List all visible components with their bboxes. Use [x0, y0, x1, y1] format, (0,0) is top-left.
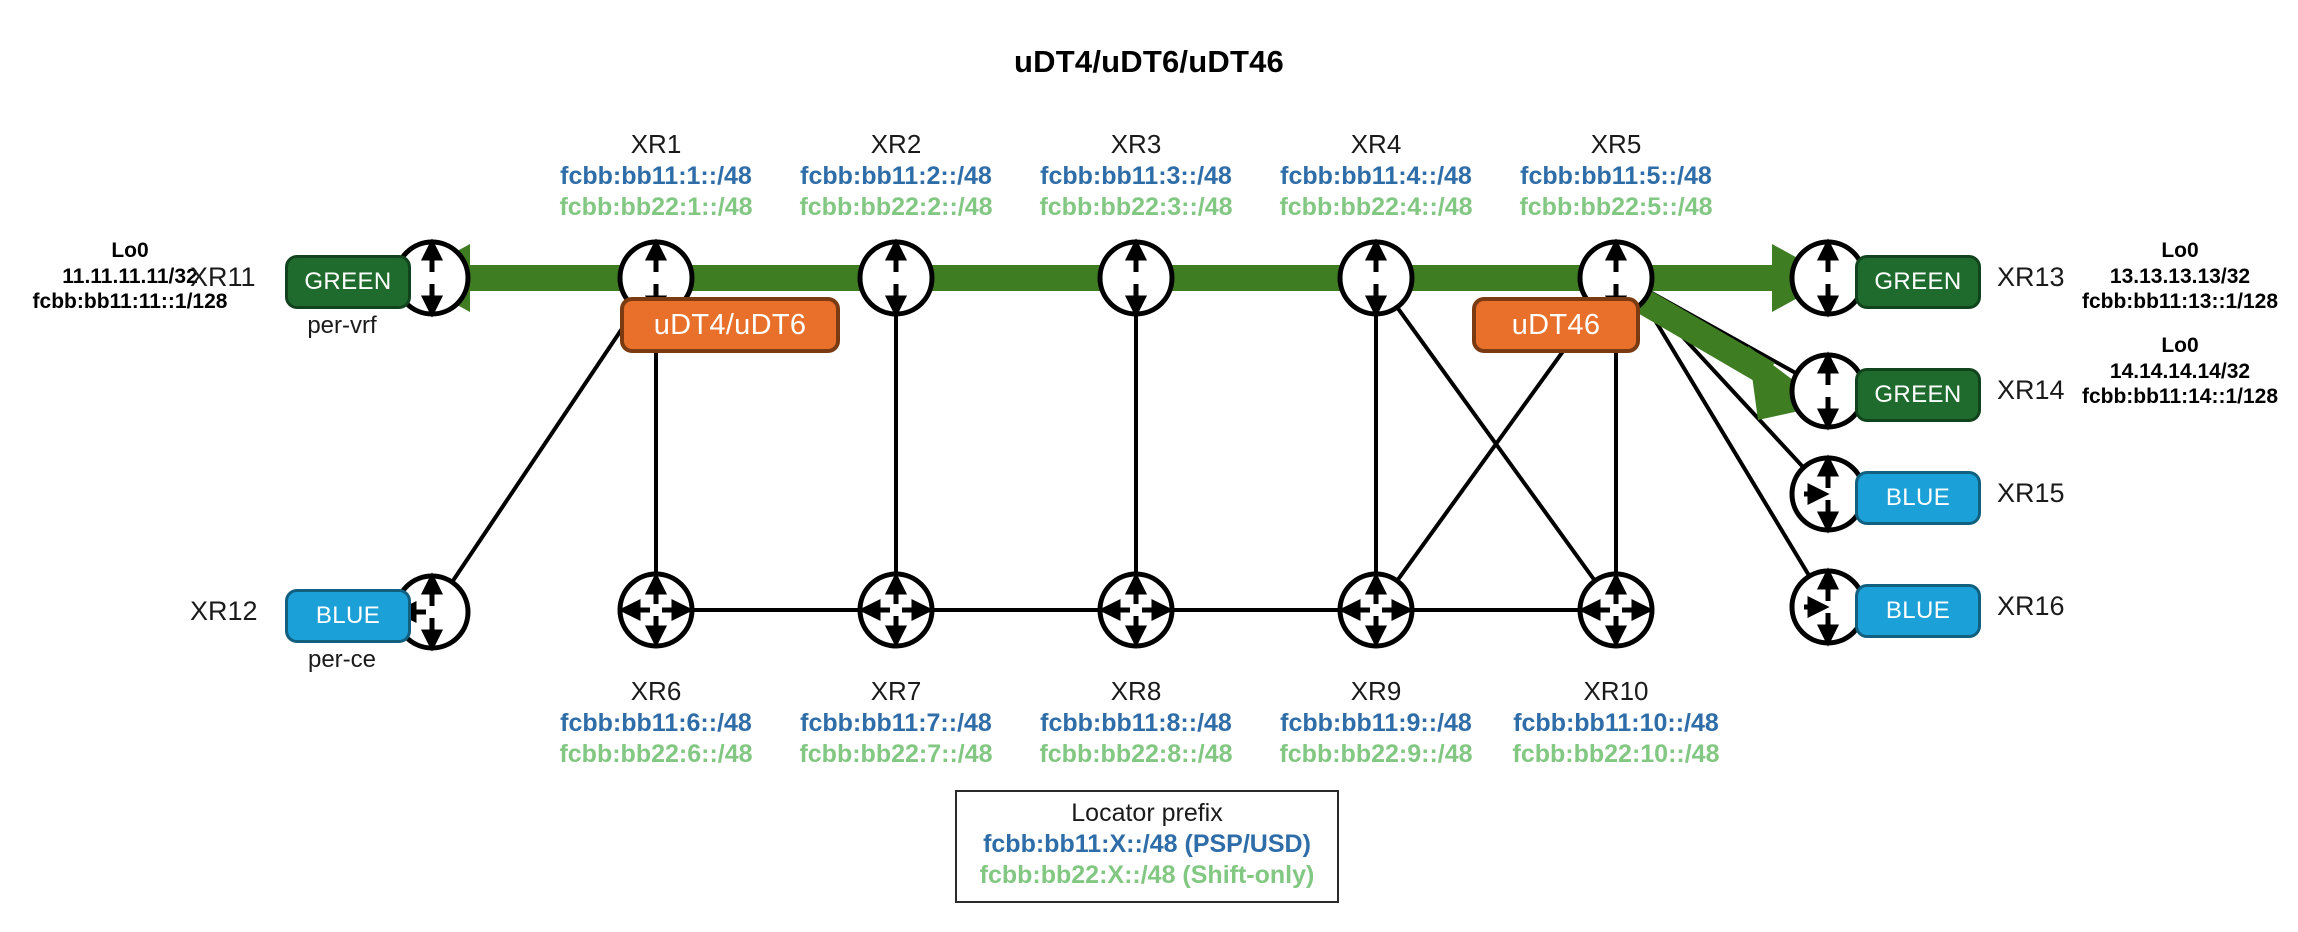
node-name: XR5	[1590, 129, 1642, 159]
node-label-xr10: XR10 fcbb:bb11:10::/48 fcbb:bb22:10::/48	[1451, 675, 1781, 771]
node-label-xr9: XR9 fcbb:bb11:9::/48 fcbb:bb22:9::/48	[1211, 675, 1541, 771]
legend-line-psp: fcbb:bb11:X::/48 (PSP/USD)	[983, 830, 1311, 858]
locator-shift: fcbb:bb22:8::/48	[1039, 740, 1233, 769]
node-label-xr4: XR4 fcbb:bb11:4::/48 fcbb:bb22:4::/48	[1211, 128, 1541, 224]
vrf-box-xr14[interactable]: GREEN	[1855, 368, 1981, 422]
node-label-xr7: XR7 fcbb:bb11:7::/48 fcbb:bb22:7::/48	[731, 675, 1061, 771]
link-xr12-xr1	[430, 276, 658, 614]
caption-per-ce: per-ce	[307, 646, 377, 673]
legend-line-shift: fcbb:bb22:X::/48 (Shift-only)	[979, 861, 1315, 889]
locator-shift: fcbb:bb22:5::/48	[1519, 193, 1713, 222]
vrf-label: GREEN	[304, 268, 392, 295]
node-name: XR7	[870, 676, 922, 706]
vrf-label: GREEN	[1874, 268, 1962, 295]
loopback-title: Lo0	[2161, 239, 2199, 262]
vrf-label: BLUE	[1885, 484, 1951, 511]
node-name: XR9	[1350, 676, 1402, 706]
locator-shift: fcbb:bb22:2::/48	[799, 193, 993, 222]
locator-psp: fcbb:bb11:4::/48	[1280, 161, 1472, 190]
node-name: XR3	[1110, 129, 1162, 159]
node-name: XR1	[630, 129, 682, 159]
node-name: XR10	[1583, 676, 1649, 706]
vrf-box-xr16[interactable]: BLUE	[1855, 584, 1981, 638]
locator-shift: fcbb:bb22:10::/48	[1512, 740, 1720, 769]
loopback-ipv4: 11.11.11.11/32	[62, 264, 198, 288]
locator-shift: fcbb:bb22:1::/48	[559, 193, 753, 222]
vrf-box-xr11[interactable]: GREEN	[285, 255, 411, 309]
legend-box: Locator prefix fcbb:bb11:X::/48 (PSP/USD…	[955, 790, 1339, 903]
loopback-ipv4: 14.14.14.14/32	[2109, 359, 2251, 383]
vrf-label: GREEN	[1874, 381, 1962, 408]
vrf-label: BLUE	[315, 602, 381, 629]
loopback-info-xr11: Lo0 11.11.11.11/32 fcbb:bb11:11::1/128	[10, 238, 250, 315]
router-icon-xr10[interactable]	[1576, 570, 1656, 650]
router-icon-xr9[interactable]	[1336, 570, 1416, 650]
badge-label: uDT4/uDT6	[653, 308, 807, 341]
loopback-ipv6: fcbb:bb11:13::1/128	[2081, 290, 2279, 314]
node-label-xr8: XR8 fcbb:bb11:8::/48 fcbb:bb22:8::/48	[971, 675, 1301, 771]
node-name: XR4	[1350, 129, 1402, 159]
badge-label: uDT46	[1511, 308, 1601, 341]
node-label-xr6: XR6 fcbb:bb11:6::/48 fcbb:bb22:6::/48	[491, 675, 821, 771]
locator-psp: fcbb:bb11:7::/48	[800, 708, 992, 737]
loopback-title: Lo0	[111, 239, 149, 262]
router-icon-xr2[interactable]	[856, 238, 936, 318]
locator-psp: fcbb:bb11:10::/48	[1513, 708, 1719, 737]
node-name: XR8	[1110, 676, 1162, 706]
loopback-ipv6: fcbb:bb11:11::1/128	[32, 290, 228, 314]
router-icon-xr6[interactable]	[616, 570, 696, 650]
loopback-info-xr14: Lo0 14.14.14.14/32 fcbb:bb11:14::1/128	[2060, 333, 2298, 410]
node-label-xr1: XR1 fcbb:bb11:1::/48 fcbb:bb22:1::/48	[491, 128, 821, 224]
locator-psp: fcbb:bb11:5::/48	[1520, 161, 1712, 190]
router-icon-xr14[interactable]	[1788, 351, 1868, 431]
legend-title: Locator prefix	[1071, 799, 1223, 827]
router-icon-xr7[interactable]	[856, 570, 936, 650]
node-label-xr5: XR5 fcbb:bb11:5::/48 fcbb:bb22:5::/48	[1451, 128, 1781, 224]
node-label-xr3: XR3 fcbb:bb11:3::/48 fcbb:bb22:3::/48	[971, 128, 1301, 224]
locator-shift: fcbb:bb22:7::/48	[799, 740, 993, 769]
loopback-ipv4: 13.13.13.13/32	[2109, 264, 2251, 288]
locator-psp: fcbb:bb11:6::/48	[560, 708, 752, 737]
node-label-xr2: XR2 fcbb:bb11:2::/48 fcbb:bb22:2::/48	[731, 128, 1061, 224]
locator-psp: fcbb:bb11:3::/48	[1040, 161, 1232, 190]
router-icon-xr11[interactable]	[392, 238, 472, 318]
locator-shift: fcbb:bb22:4::/48	[1279, 193, 1473, 222]
locator-shift: fcbb:bb22:9::/48	[1279, 740, 1473, 769]
node-name-xr12: XR12	[190, 596, 258, 626]
router-icon-xr15[interactable]	[1788, 454, 1868, 534]
locator-psp: fcbb:bb11:1::/48	[560, 161, 752, 190]
loopback-title: Lo0	[2161, 334, 2199, 357]
router-icon-xr8[interactable]	[1096, 570, 1176, 650]
page-title: uDT4/uDT6/uDT46	[1014, 44, 1284, 79]
caption-per-vrf: per-vrf	[307, 312, 377, 339]
node-name: XR6	[630, 676, 682, 706]
vrf-label: BLUE	[1885, 597, 1951, 624]
router-icon-xr3[interactable]	[1096, 238, 1176, 318]
locator-psp: fcbb:bb11:2::/48	[800, 161, 992, 190]
loopback-info-xr13: Lo0 13.13.13.13/32 fcbb:bb11:13::1/128	[2060, 238, 2298, 315]
node-name: XR2	[870, 129, 922, 159]
locator-shift: fcbb:bb22:6::/48	[559, 740, 753, 769]
node-name-xr15: XR15	[1997, 478, 2065, 508]
vrf-box-xr15[interactable]: BLUE	[1855, 471, 1981, 525]
vrf-box-xr13[interactable]: GREEN	[1855, 255, 1981, 309]
loopback-ipv6: fcbb:bb11:14::1/128	[2081, 385, 2279, 409]
node-name-xr11: XR11	[190, 262, 256, 292]
locator-psp: fcbb:bb11:9::/48	[1280, 708, 1472, 737]
node-name-xr13: XR13	[1997, 262, 2065, 292]
locator-psp: fcbb:bb11:8::/48	[1040, 708, 1232, 737]
vrf-box-xr12[interactable]: BLUE	[285, 589, 411, 643]
node-name-xr14: XR14	[1997, 375, 2065, 405]
router-icon-xr4[interactable]	[1336, 238, 1416, 318]
badge-udt46[interactable]: uDT46	[1472, 297, 1640, 353]
badge-udt4-udt6[interactable]: uDT4/uDT6	[620, 297, 840, 353]
locator-shift: fcbb:bb22:3::/48	[1039, 193, 1233, 222]
link-xr5-xr16	[1630, 280, 1830, 609]
node-name-xr16: XR16	[1997, 591, 2065, 621]
